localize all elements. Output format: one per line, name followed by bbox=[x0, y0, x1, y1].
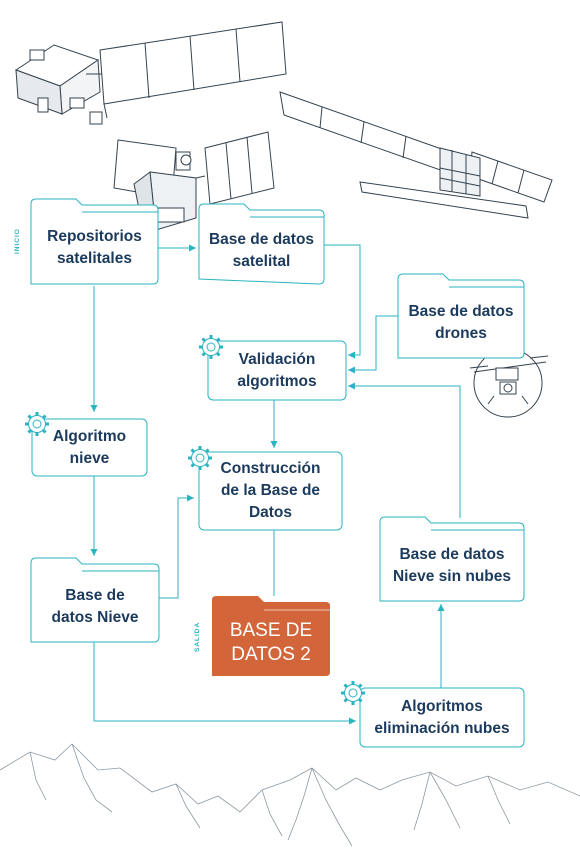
start-label: INICIO bbox=[14, 228, 21, 254]
node-label: Algoritmo nieve bbox=[52, 427, 127, 467]
node-base-datos-2: BASE DE DATOS 2 bbox=[212, 610, 330, 676]
connectors bbox=[90, 244, 461, 725]
node-validacion-algoritmos: Validación algoritmos bbox=[208, 341, 346, 400]
node-label: Base de datos drones bbox=[408, 302, 514, 342]
satellite-icon bbox=[279, 91, 553, 219]
output-label: SALIDA bbox=[194, 621, 201, 652]
node-label: Algoritmos eliminación nubes bbox=[374, 697, 510, 737]
gear-icon bbox=[188, 446, 212, 470]
node-base-datos-drones: Base de datos drones bbox=[398, 287, 524, 358]
node-base-datos-nieve-sin-nubes: Base de datos Nieve sin nubes bbox=[380, 530, 524, 601]
node-label: Repositorios satelitales bbox=[47, 228, 142, 267]
node-label: Base de datos Nieve bbox=[51, 586, 139, 626]
gear-icon bbox=[199, 335, 223, 359]
node-label: Base de datos Nieve sin nubes bbox=[392, 545, 511, 585]
node-label: Base de datos satelital bbox=[208, 230, 315, 270]
node-construccion-base-datos: Construcción de la Base de Datos bbox=[199, 452, 342, 530]
mountains-icon bbox=[0, 743, 580, 847]
output-folder-shape bbox=[212, 596, 330, 676]
satellite-icon bbox=[113, 131, 275, 231]
satellite-icon bbox=[14, 21, 287, 125]
node-algoritmo-nieve: Algoritmo nieve bbox=[32, 419, 147, 476]
node-label: Validación algoritmos bbox=[237, 350, 317, 390]
node-base-datos-satelital: Base de datos satelital bbox=[199, 217, 324, 284]
node-algoritmos-eliminacion-nubes: Algoritmos eliminación nubes bbox=[360, 688, 524, 747]
gear-icon bbox=[341, 681, 365, 705]
process-boxes bbox=[31, 340, 525, 748]
gear-icon bbox=[25, 412, 49, 436]
node-label: BASE DE DATOS 2 bbox=[229, 620, 313, 665]
node-base-datos-nieve: Base de datos Nieve bbox=[31, 571, 159, 642]
node-repositorios-satelitales: Repositorios satelitales bbox=[31, 212, 158, 284]
node-label: Construcción de la Base de Datos bbox=[220, 460, 321, 521]
folder-icon bbox=[30, 198, 525, 643]
drone-icon bbox=[469, 348, 549, 418]
